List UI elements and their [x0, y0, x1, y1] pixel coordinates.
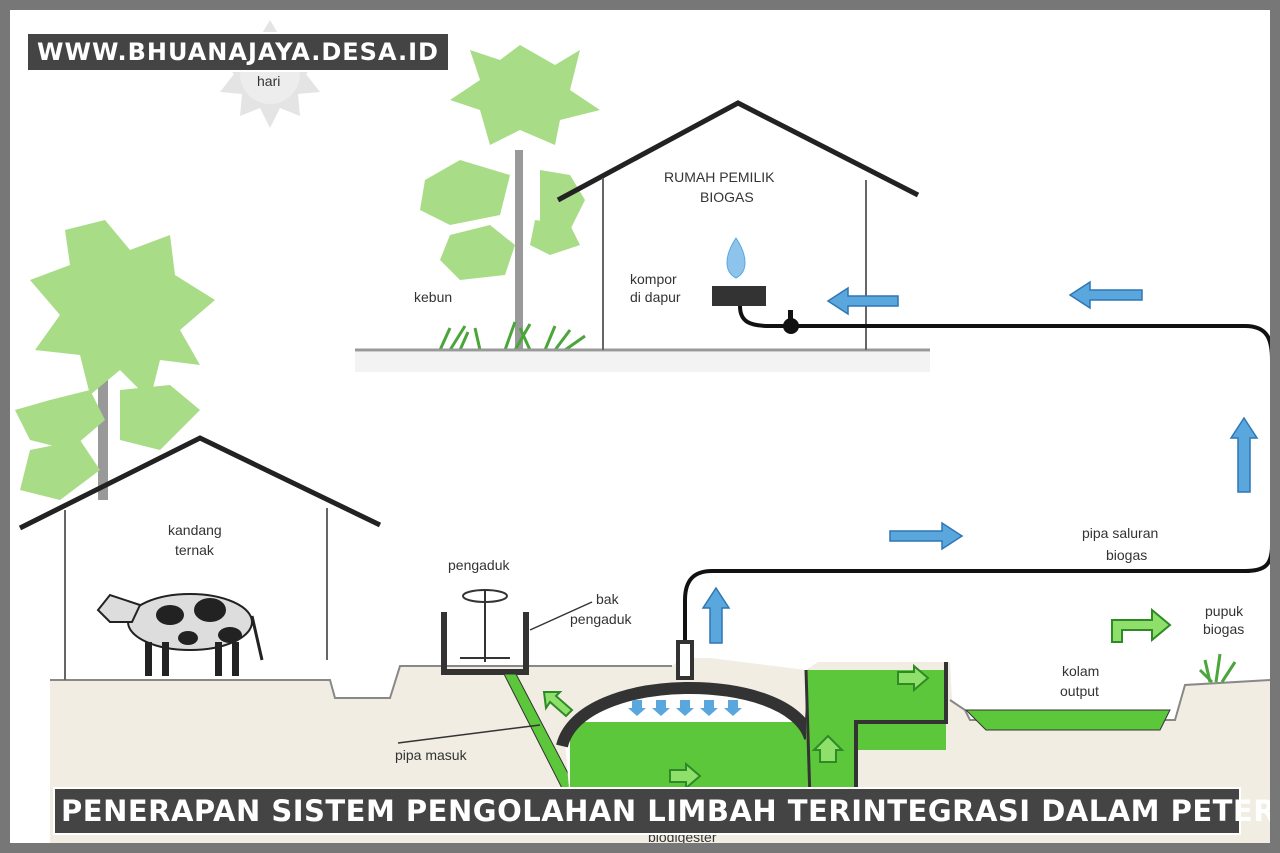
caption-title: PENERAPAN SISTEM PENGOLAHAN LIMBAH TERIN… — [53, 787, 1270, 835]
inlet-pipe-label: pipa masuk — [395, 747, 468, 763]
biodigester — [556, 640, 948, 801]
output-pond — [964, 709, 1171, 731]
website-watermark: WWW.BHUANAJAYA.DESA.ID — [26, 32, 450, 72]
arrow-right-icon — [889, 521, 964, 551]
tank-leader-line — [529, 601, 593, 631]
owner-house — [556, 100, 920, 350]
stove-icon — [712, 237, 799, 334]
output-pond-label-1: kolam — [1062, 663, 1099, 679]
arrow-up-right-icon — [1111, 607, 1172, 643]
arrow-up-icon — [1229, 416, 1259, 493]
owner-house-label-1: RUMAH PEMILIK — [664, 169, 775, 185]
inlet-leader-line — [397, 724, 541, 744]
cow-icon — [96, 593, 264, 676]
fertilizer-label-1: pupuk — [1205, 603, 1244, 619]
output-pond-label-2: output — [1060, 683, 1099, 699]
arrow-down-right-icon — [542, 691, 574, 718]
diagram-canvas: hari — [10, 10, 1270, 843]
stove-label-1: kompor — [630, 271, 677, 287]
fertilizer-grass — [1198, 653, 1237, 684]
pipe-label-1: pipa saluran — [1082, 525, 1158, 541]
garden-tree — [420, 45, 600, 350]
left-tree — [15, 220, 215, 500]
mixing-tank — [441, 612, 529, 675]
fertilizer-label-2: biogas — [1203, 621, 1244, 637]
mixing-tank-label-2: pengaduk — [570, 611, 633, 627]
garden-label: kebun — [414, 289, 452, 305]
slurry-flow-arrows — [542, 607, 1172, 791]
house-ground — [355, 348, 930, 372]
arrow-up-icon — [811, 734, 845, 763]
owner-house-label-2: BIOGAS — [700, 189, 754, 205]
stove-label-2: di dapur — [630, 289, 681, 305]
biogas-pipe — [683, 324, 1270, 642]
biogas-diagram: hari — [15, 20, 1270, 843]
pipe-label-2: biogas — [1106, 547, 1147, 563]
barn — [18, 435, 382, 680]
sun-label: hari — [257, 73, 280, 89]
mixing-tank-label-1: bak — [596, 591, 620, 607]
arrow-left-icon — [1068, 280, 1143, 310]
barn-label-2: ternak — [175, 542, 215, 558]
gas-bubble-arrows — [628, 700, 742, 716]
arrow-left-icon — [826, 286, 899, 316]
stirrer-icon — [460, 589, 510, 662]
barn-label-1: kandang — [168, 522, 222, 538]
arrow-right-icon — [669, 761, 702, 791]
arrow-right-icon — [897, 663, 930, 693]
gas-flow-arrows — [701, 280, 1259, 644]
stirrer-label: pengaduk — [448, 557, 511, 573]
garden-grass — [438, 321, 586, 352]
arrow-up-icon — [701, 586, 731, 644]
